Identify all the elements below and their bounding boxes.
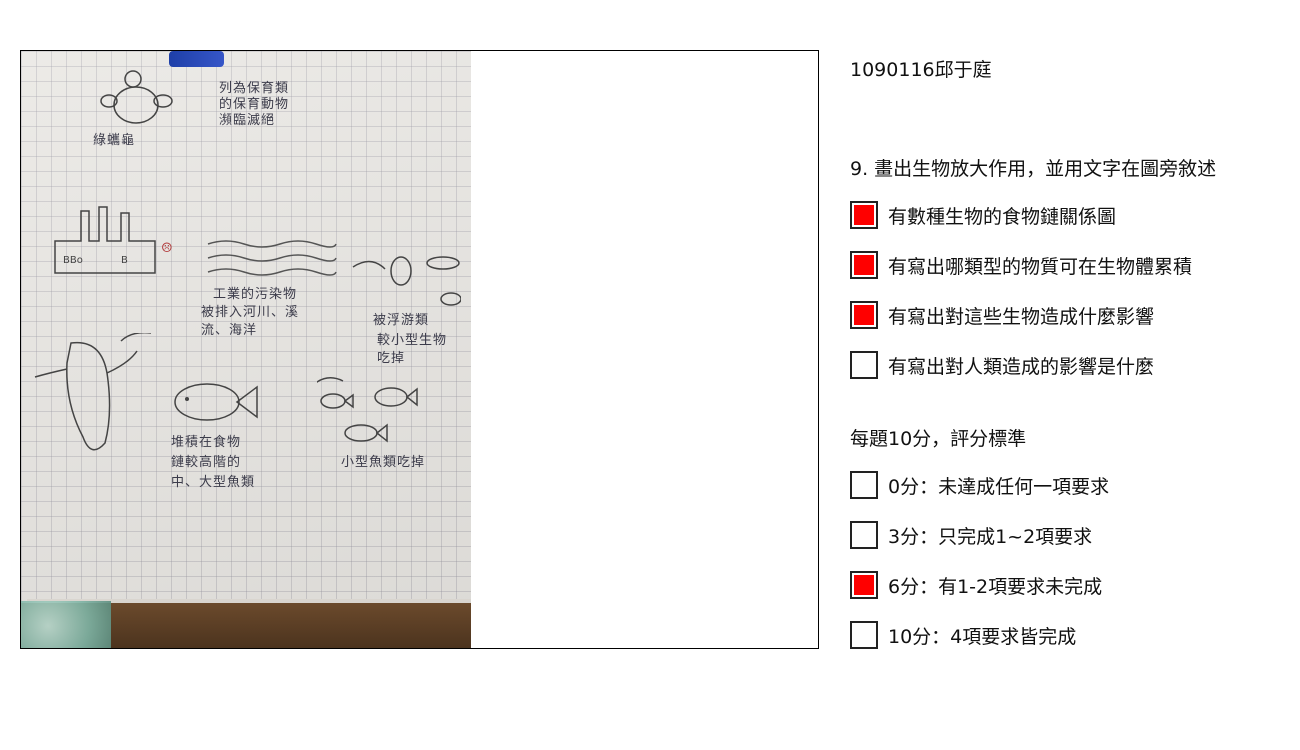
score-3-label: 3分：只完成1~2項要求 — [888, 525, 1093, 548]
score-option-0[interactable]: 0分：未達成任何一項要求 — [850, 469, 1109, 501]
seal-drawing — [34, 333, 151, 451]
factory-drawing: BBo B — [54, 206, 156, 274]
plankton-note-2: 較小型生物 — [377, 333, 448, 348]
score-6-checkbox[interactable] — [850, 571, 878, 599]
criterion-4[interactable]: 有寫出對人類造成的影響是什麼 — [850, 349, 1154, 381]
criterion-3[interactable]: 有寫出對這些生物造成什麼影響 — [850, 299, 1154, 331]
pen-cap — [169, 51, 224, 67]
pollutant-mark: ☹ — [161, 241, 174, 256]
score-option-3[interactable]: 3分：只完成1~2項要求 — [850, 519, 1092, 551]
cloth-corner — [21, 601, 111, 648]
scoring-heading: 每題10分，評分標準 — [850, 428, 1027, 450]
student-name-id: 1090116邱于庭 — [850, 59, 992, 81]
checked-mark — [854, 255, 874, 275]
criterion-2[interactable]: 有寫出哪類型的物質可在生物體累積 — [850, 249, 1192, 281]
score-3-checkbox[interactable] — [850, 521, 878, 549]
turtle-label: 綠蠵龜 — [93, 133, 136, 148]
svg-text:B: B — [121, 255, 128, 266]
water-waves — [207, 240, 337, 276]
criterion-2-checkbox[interactable] — [850, 251, 878, 279]
big-fish-drawing — [174, 383, 258, 421]
big-fish-note: 堆積在食物 — [171, 435, 242, 450]
turtle-note-2: 的保育動物 — [219, 97, 290, 112]
checked-mark — [854, 575, 874, 595]
plankton-drawing — [352, 256, 461, 306]
checked-mark — [854, 305, 874, 325]
grading-panel: 1090116邱于庭 9. 畫出生物放大作用，並用文字在圖旁敘述 有數種生物的食… — [850, 0, 1290, 750]
svg-text:BBo: BBo — [63, 255, 83, 266]
score-6-label: 6分：有1-2項要求未完成 — [888, 575, 1103, 598]
score-option-6[interactable]: 6分：有1-2項要求未完成 — [850, 569, 1102, 601]
turtle-note-3: 瀕臨滅絕 — [219, 113, 276, 128]
question-title: 9. 畫出生物放大作用，並用文字在圖旁敘述 — [850, 158, 1217, 180]
answer-frame: 綠蠵龜 列為保育類 的保育動物 瀕臨滅絕 BBo B ☹ 工業的污染物 被排入河… — [20, 50, 819, 649]
turtle-drawing — [100, 70, 173, 124]
criterion-3-checkbox[interactable] — [850, 301, 878, 329]
pollution-note: 工業的污染物 — [213, 287, 298, 302]
pollution-note-3: 流、海洋 — [201, 323, 258, 338]
student-drawing-photo: 綠蠵龜 列為保育類 的保育動物 瀕臨滅絕 BBo B ☹ 工業的污染物 被排入河… — [21, 51, 471, 648]
score-option-10[interactable]: 10分：4項要求皆完成 — [850, 619, 1076, 651]
checked-mark — [854, 205, 874, 225]
score-10-label: 10分：4項要求皆完成 — [888, 625, 1077, 648]
criterion-1-checkbox[interactable] — [850, 201, 878, 229]
criterion-1-label: 有數種生物的食物鏈關係圖 — [888, 205, 1117, 228]
big-fish-note-3: 中、大型魚類 — [171, 475, 256, 490]
criterion-4-label: 有寫出對人類造成的影響是什麼 — [888, 355, 1155, 378]
score-0-checkbox[interactable] — [850, 471, 878, 499]
criterion-4-checkbox[interactable] — [850, 351, 878, 379]
pollution-note-2: 被排入河川、溪 — [201, 305, 300, 320]
criterion-1[interactable]: 有數種生物的食物鏈關係圖 — [850, 199, 1116, 231]
plankton-note: 被浮游類 — [373, 313, 430, 328]
small-fish-note: 小型魚類吃掉 — [341, 455, 426, 470]
criterion-2-label: 有寫出哪類型的物質可在生物體累積 — [888, 255, 1193, 278]
small-fish-drawing — [317, 377, 418, 443]
score-10-checkbox[interactable] — [850, 621, 878, 649]
score-0-label: 0分：未達成任何一項要求 — [888, 475, 1110, 498]
turtle-note: 列為保育類 — [219, 81, 290, 96]
criterion-3-label: 有寫出對這些生物造成什麼影響 — [888, 305, 1155, 328]
big-fish-note-2: 鏈較高階的 — [171, 455, 242, 470]
plankton-note-3: 吃掉 — [377, 351, 406, 366]
